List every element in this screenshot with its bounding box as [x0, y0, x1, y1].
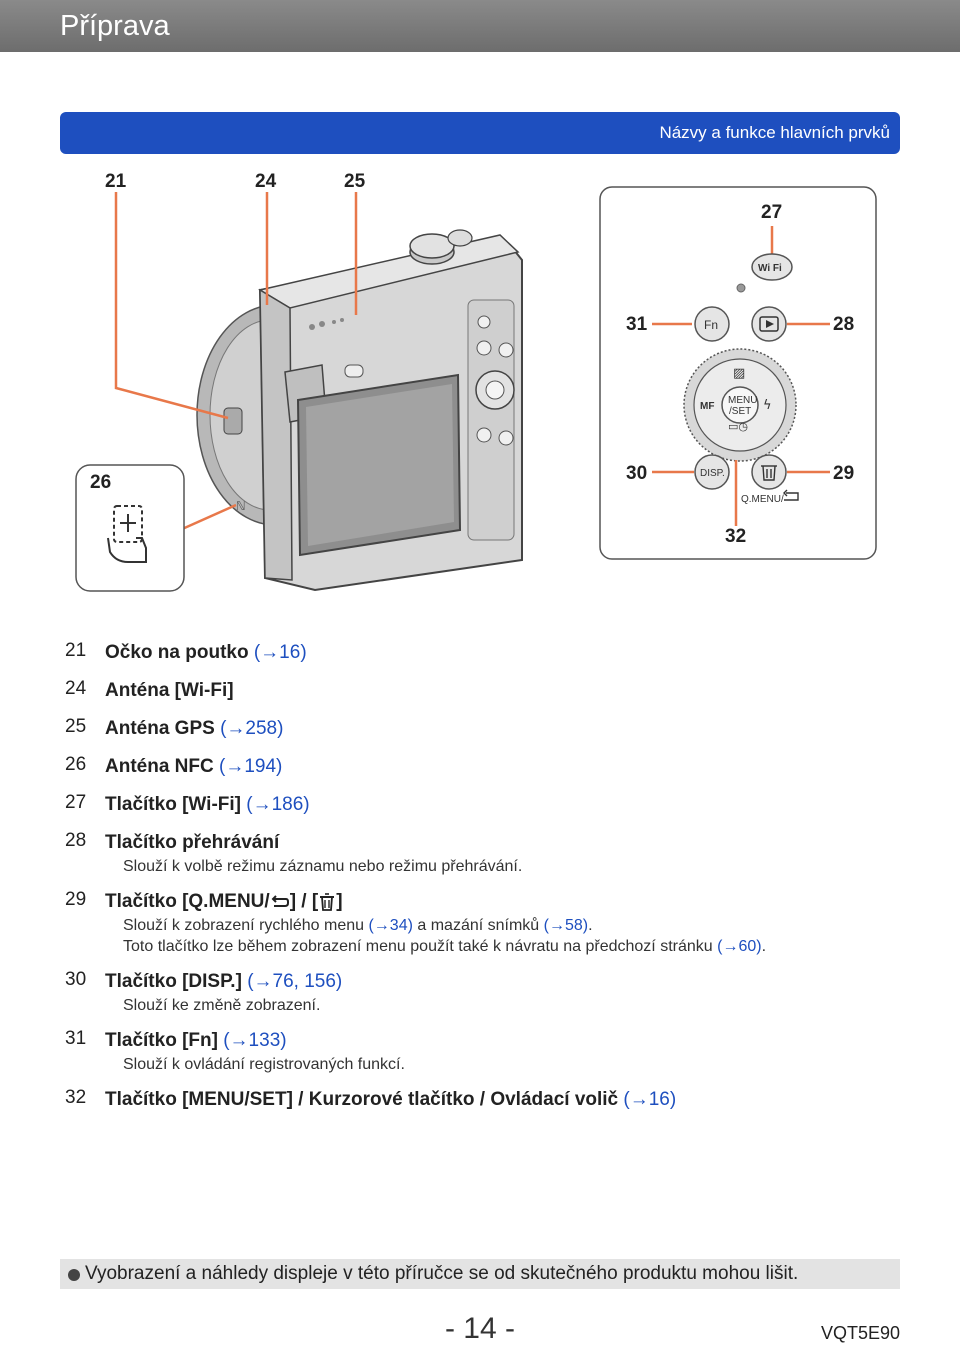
- item-title: Tlačítko [DISP.]: [105, 971, 242, 992]
- item-description: Slouží ke změně zobrazení.: [123, 997, 321, 1014]
- page-ref-link[interactable]: (→186): [246, 794, 310, 815]
- mf-label: MF: [700, 401, 714, 412]
- desc-text: .: [588, 917, 593, 934]
- page-ref-link[interactable]: (→16): [623, 1089, 677, 1110]
- desc-text: .: [761, 938, 767, 955]
- callout-21: 21: [105, 171, 127, 192]
- callout-26: 26: [90, 472, 111, 493]
- page-ref-link[interactable]: (→34): [368, 917, 413, 934]
- item-number: 31: [65, 1028, 87, 1049]
- qmenu-label: Q.MENU/: [741, 494, 784, 505]
- note-text: Vyobrazení a náhledy displeje v této pří…: [85, 1263, 799, 1284]
- item-number: 27: [65, 792, 87, 813]
- list-item: 29 Tlačítko [Q.MENU/ ] / [] Slouží k zobr…: [65, 889, 895, 957]
- page-ref-link[interactable]: (→133): [223, 1030, 287, 1051]
- item-number: 26: [65, 754, 87, 775]
- model-code: VQT5E90: [820, 1323, 900, 1343]
- page-ref-link[interactable]: (→76, 156): [247, 971, 343, 992]
- page-ref-link[interactable]: (→60): [717, 938, 762, 955]
- item-title: Tlačítko [Wi-Fi]: [105, 794, 241, 815]
- item-description: Slouží k ovládání registrovaných funkcí.: [123, 1056, 405, 1073]
- return-icon: [271, 895, 289, 907]
- page-ref-link[interactable]: (→258): [220, 718, 284, 739]
- nfc-inset: 26: [75, 464, 185, 592]
- desc-text: a mazání snímků: [412, 917, 544, 934]
- nfc-touch-icon: [107, 505, 147, 563]
- return-icon: [783, 489, 799, 501]
- drive-timer-icon: ▭◷: [728, 420, 748, 433]
- item-title-sep: ] / [: [289, 891, 319, 912]
- section-label: Názvy a funkce hlavních prvků: [659, 123, 890, 142]
- menu-set-button[interactable]: [721, 386, 759, 424]
- page-number: - 14 -: [444, 1312, 516, 1345]
- trash-icon: [320, 893, 335, 911]
- item-title-end: ]: [336, 891, 343, 912]
- exposure-icon: ▨: [733, 366, 745, 381]
- trash-icon: [761, 465, 777, 481]
- list-item: 27 Tlačítko [Wi-Fi] (→186): [65, 792, 895, 818]
- callout-24: 24: [255, 171, 277, 192]
- camera-illustration: ℕ: [196, 229, 523, 592]
- camera-figure: ℕ 21 24 25 26 27 Wi Fi 31 Fn: [75, 171, 877, 592]
- fn-button-label: Fn: [704, 318, 718, 332]
- item-title: Tlačítko [Q.MENU/: [105, 891, 270, 912]
- list-item: 28 Tlačítko přehrávání Slouží k volbě re…: [65, 830, 895, 877]
- callout-27: 27: [761, 202, 782, 223]
- section-bar: Názvy a funkce hlavních prvků: [60, 112, 900, 154]
- page-title: Příprava: [60, 10, 170, 42]
- menu-label: MENU: [728, 395, 757, 406]
- feature-list: 21 Očko na poutko (→16) 24 Anténa [Wi-Fi…: [65, 640, 895, 1125]
- delete-button[interactable]: [751, 454, 787, 490]
- item-number: 30: [65, 969, 87, 990]
- page-ref-link[interactable]: (→16): [253, 642, 307, 663]
- page-ref-link[interactable]: (→194): [219, 756, 283, 777]
- list-item: 21 Očko na poutko (→16): [65, 640, 895, 666]
- bullet-icon: [68, 1269, 80, 1281]
- item-title: Anténa [Wi-Fi]: [105, 680, 234, 701]
- item-description: Slouží k zobrazení rychlého menu (→34) a…: [123, 915, 895, 936]
- list-item: 25 Anténa GPS (→258): [65, 716, 895, 742]
- callout-25: 25: [344, 171, 366, 192]
- disp-button[interactable]: [694, 454, 730, 490]
- callout-29: 29: [833, 463, 854, 484]
- item-title: Tlačítko přehrávání: [105, 832, 280, 853]
- item-number: 21: [65, 640, 87, 661]
- desc-text: Slouží k zobrazení rychlého menu: [123, 917, 369, 934]
- item-title: Očko na poutko: [105, 642, 249, 663]
- list-item: 32 Tlačítko [MENU/SET] / Kurzorové tlačí…: [65, 1087, 895, 1113]
- item-title: Anténa GPS: [105, 718, 215, 739]
- item-number: 24: [65, 678, 87, 699]
- fn-button[interactable]: [694, 306, 730, 342]
- item-number: 25: [65, 716, 87, 737]
- item-description: Slouží k volbě režimu záznamu nebo režim…: [123, 858, 523, 875]
- set-label: /SET: [729, 406, 751, 417]
- callout-28: 28: [833, 314, 854, 335]
- callout-lines: [114, 192, 358, 532]
- control-detail-inset: 27 Wi Fi 31 Fn 28 MENU /SET ▨ MF ϟ ▭◷ 30…: [599, 186, 877, 560]
- item-title: Anténa NFC: [105, 756, 214, 777]
- page-ref-link[interactable]: (→58): [543, 917, 589, 934]
- list-item: 24 Anténa [Wi-Fi]: [65, 678, 895, 704]
- item-number: 29: [65, 889, 87, 910]
- item-number: 32: [65, 1087, 87, 1108]
- desc-text: Toto tlačítko lze během zobrazení menu p…: [123, 938, 718, 955]
- item-title: Tlačítko [MENU/SET] / Kurzorové tlačítko…: [105, 1089, 619, 1110]
- svg-text:ℕ: ℕ: [236, 499, 246, 513]
- wifi-button-label: Wi Fi: [758, 263, 782, 274]
- disclaimer-note: Vyobrazení a náhledy displeje v této pří…: [60, 1259, 900, 1289]
- item-description: Toto tlačítko lze během zobrazení menu p…: [123, 936, 895, 957]
- callout-31: 31: [626, 314, 648, 335]
- play-icon: [766, 320, 774, 328]
- list-item: 26 Anténa NFC (→194): [65, 754, 895, 780]
- page-header: Příprava: [0, 0, 960, 52]
- list-item: 31 Tlačítko [Fn] (→133) Slouží k ovládán…: [65, 1028, 895, 1075]
- wifi-button[interactable]: [751, 253, 793, 281]
- callout-32: 32: [725, 526, 746, 547]
- disp-button-label: DISP.: [700, 468, 725, 479]
- callout-30: 30: [626, 463, 647, 484]
- item-number: 28: [65, 830, 87, 851]
- flash-icon: ϟ: [763, 398, 772, 413]
- list-item: 30 Tlačítko [DISP.] (→76, 156) Slouží ke…: [65, 969, 895, 1016]
- item-title: Tlačítko [Fn]: [105, 1030, 218, 1051]
